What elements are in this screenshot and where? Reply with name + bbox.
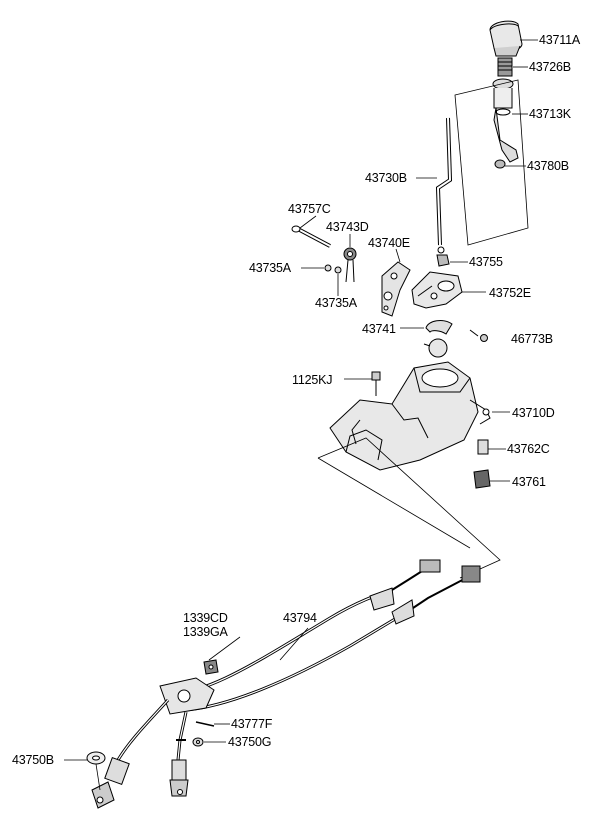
ball-joint [423, 338, 448, 358]
shift-lever-upper [492, 78, 519, 163]
label-43743D: 43743D [326, 220, 369, 234]
cable-43794 [91, 559, 481, 809]
shift-knob [489, 20, 523, 57]
bolt-46773B [469, 329, 488, 342]
clip-43741 [425, 320, 453, 335]
label-43794: 43794 [283, 611, 317, 625]
bushing [494, 159, 506, 169]
label-43777F: 43777F [231, 717, 273, 731]
washer-43735A-low [334, 266, 342, 274]
label-43750B: 43750B [12, 753, 54, 767]
label-43750G: 43750G [228, 735, 272, 749]
pin-43777F [195, 721, 215, 727]
shift-rod [435, 117, 453, 254]
nut-43761 [473, 469, 491, 489]
label-43735A-upper: 43735A [249, 261, 291, 275]
label-43713K: 43713K [529, 107, 571, 121]
bushing-43762C [477, 439, 489, 455]
label-43761: 43761 [512, 475, 546, 489]
label-43711A: 43711A [539, 33, 580, 47]
base-housing-43710D [329, 361, 491, 471]
rod-frame [454, 79, 529, 246]
label-43741: 43741 [362, 322, 396, 336]
label-43780B: 43780B [527, 159, 569, 173]
label-43740E: 43740E [368, 236, 410, 250]
label-1125KJ: 1125KJ [292, 373, 333, 387]
washer-43750G [192, 737, 204, 747]
label-43726B: 43726B [529, 60, 571, 74]
label-43710D: 43710D [512, 406, 555, 420]
housing-43752E [411, 271, 463, 309]
leader-lines [64, 39, 538, 791]
label-43757C: 43757C [288, 202, 331, 216]
nut-1339CD [203, 659, 219, 675]
label-43730B: 43730B [365, 171, 407, 185]
label-43735A-lower: 43735A [315, 296, 357, 310]
label-43755: 43755 [469, 255, 503, 269]
nut-43743D [343, 247, 357, 283]
label-1339CD: 1339CD [183, 611, 228, 625]
label-1339CD-1339GA: 1339CD 1339GA [183, 611, 228, 639]
label-43762C: 43762C [507, 442, 550, 456]
pin-43757C [291, 225, 331, 248]
label-46773B: 46773B [511, 332, 553, 346]
washer-43735A-top [324, 264, 332, 272]
washer-43750B [86, 751, 106, 765]
knob-spring [497, 57, 513, 77]
nut-43755 [436, 254, 450, 267]
label-43752E: 43752E [489, 286, 531, 300]
bracket-43740E [381, 261, 411, 317]
label-1339GA: 1339GA [183, 625, 228, 639]
